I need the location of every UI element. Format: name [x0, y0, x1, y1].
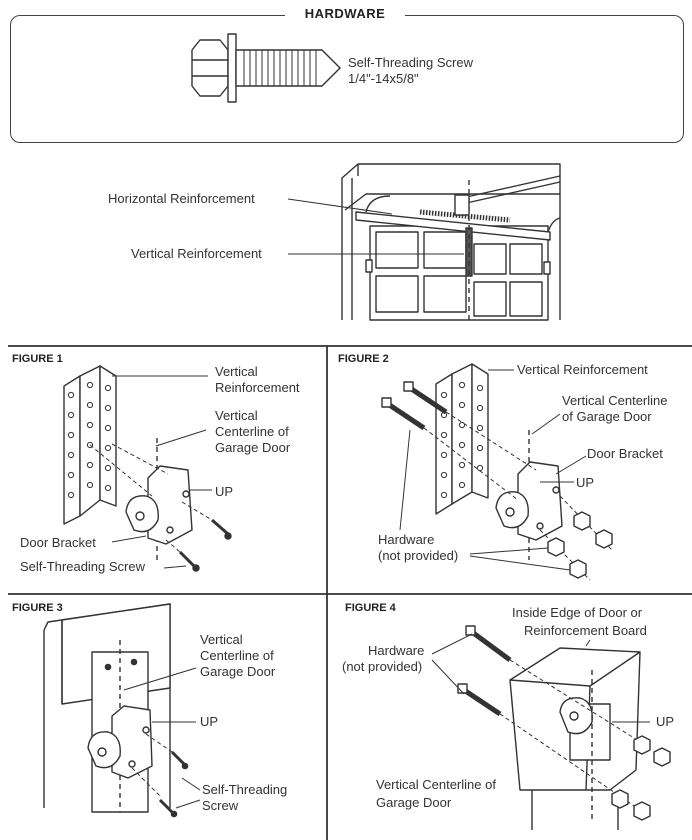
fig3-centerline-line3: Garage Door: [200, 664, 276, 679]
fig1-door-bracket-label: Door Bracket: [20, 535, 96, 550]
fig2-vertical-reinforcement-label: Vertical Reinforcement: [517, 362, 648, 377]
horizontal-reinforcement-label: Horizontal Reinforcement: [108, 191, 255, 206]
screw-name-label: Self-Threading Screw: [348, 55, 473, 70]
fig2-centerline-line1: Vertical Centerline: [562, 393, 668, 408]
fig3-up-label: UP: [200, 714, 219, 729]
figure3-illustration: [43, 603, 201, 818]
fig4-hardware-line2: (not provided): [342, 659, 423, 674]
fig4-up-label: UP: [656, 714, 675, 729]
fig2-centerline-line2: of Garage Door: [562, 409, 652, 424]
fig2-door-bracket-label: Door Bracket: [587, 446, 663, 461]
fig1-screw-label: Self-Threading Screw: [20, 559, 145, 574]
fig1-vertical-reinforcement-line2: Reinforcement: [215, 380, 300, 395]
hardware-title: HARDWARE: [285, 6, 405, 21]
fig1-centerline-line1: Vertical: [215, 408, 258, 423]
garage-door-overview: [287, 163, 561, 321]
self-threading-screw-illustration: [191, 33, 341, 103]
fig1-centerline-line3: Garage Door: [215, 440, 291, 455]
fig3-centerline-line1: Vertical: [200, 632, 243, 647]
fig3-screw-line1: Self-Threading: [202, 782, 288, 797]
fig1-centerline-line2: Centerline of: [215, 424, 289, 439]
fig1-vertical-reinforcement-line1: Vertical: [215, 364, 258, 379]
figure4-illustration: [431, 625, 671, 830]
section-dividers: [8, 345, 692, 840]
figure2-title: FIGURE 2: [338, 353, 389, 365]
fig4-inside-edge-line1: Inside Edge of Door or: [512, 605, 643, 620]
screw-size-label: 1/4"-14x5/8": [348, 71, 419, 86]
fig4-inside-edge-line2: Reinforcement Board: [524, 623, 647, 638]
fig2-hardware-line1: Hardware: [378, 532, 435, 547]
fig3-screw-line2: Screw: [202, 798, 239, 813]
figure3-title: FIGURE 3: [12, 602, 63, 614]
fig4-centerline-line2: Garage Door: [376, 795, 452, 810]
fig3-centerline-line2: Centerline of: [200, 648, 274, 663]
vertical-reinforcement-label: Vertical Reinforcement: [131, 246, 262, 261]
fig2-hardware-line2: (not provided): [378, 548, 459, 563]
figure4-title: FIGURE 4: [345, 602, 396, 614]
figure1-title: FIGURE 1: [12, 353, 63, 365]
fig4-centerline-line1: Vertical Centerline of: [376, 777, 496, 792]
fig1-up-label: UP: [215, 484, 234, 499]
figure1-illustration: [63, 365, 232, 572]
fig4-hardware-line1: Hardware: [368, 643, 425, 658]
figure2-illustration: [381, 363, 613, 581]
fig2-up-label: UP: [576, 475, 595, 490]
